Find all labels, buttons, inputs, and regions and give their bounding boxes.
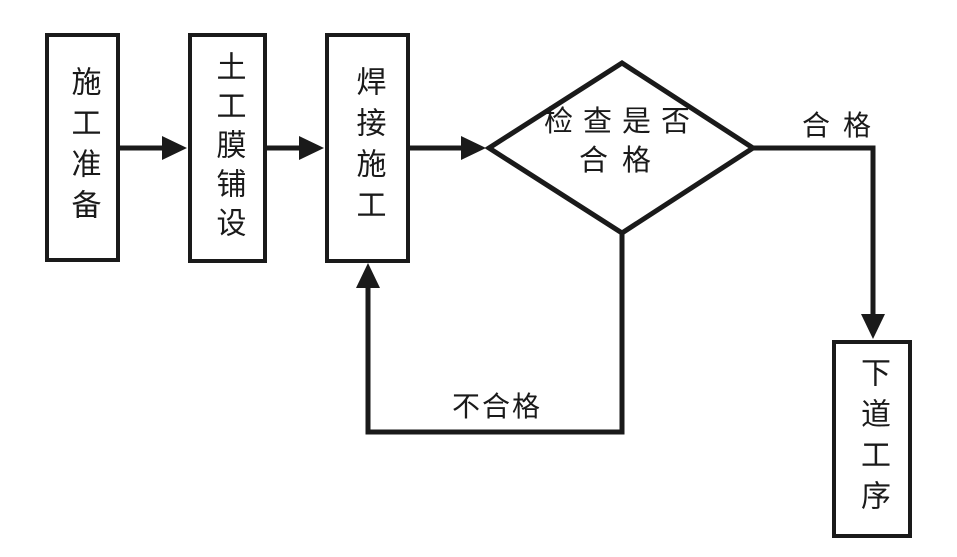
edge-label-pass: 合格 (802, 109, 885, 142)
edge-fail (365, 233, 625, 435)
arrowhead-welding-inspect (461, 136, 486, 160)
node-geomembrane-laying-label: 土工膜铺设 (210, 50, 246, 246)
arrowhead-prep-membrane (162, 136, 187, 160)
node-next-process-label: 下道工序 (855, 357, 890, 521)
node-welding-construction-label: 焊接施工 (350, 66, 386, 230)
node-next-process: 下道工序 (832, 340, 912, 538)
arrowhead-membrane-welding (299, 136, 324, 160)
node-inspection-decision-label-line1: 检查是否 (543, 104, 700, 138)
node-geomembrane-laying: 土工膜铺设 (188, 33, 267, 263)
node-inspection-decision-label-line2: 合格 (578, 143, 665, 178)
arrowhead-pass (861, 314, 885, 339)
edge-label-fail: 不合格 (452, 390, 543, 423)
edge-pass (753, 145, 876, 316)
node-welding-construction: 焊接施工 (325, 33, 410, 263)
node-construction-prep-label: 施工准备 (65, 65, 101, 230)
arrowhead-fail (356, 263, 380, 288)
node-inspection-decision: 检查是否 合格 (498, 102, 746, 180)
node-construction-prep: 施工准备 (45, 33, 120, 262)
